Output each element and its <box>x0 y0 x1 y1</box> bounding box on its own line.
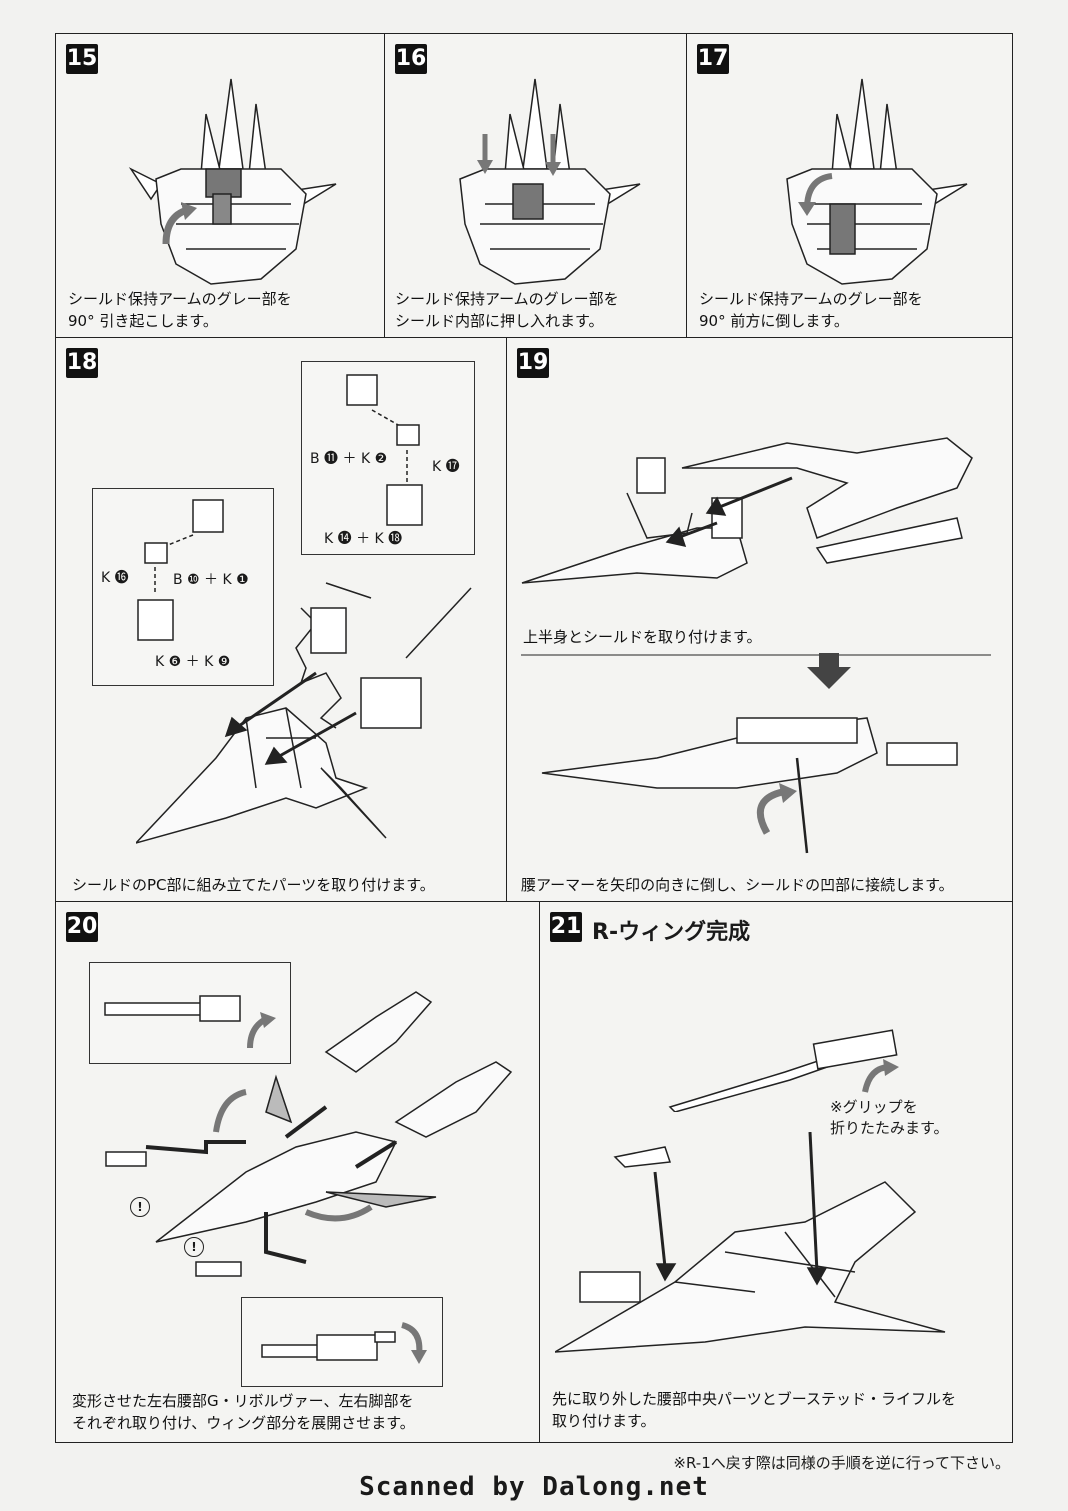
revolver-detail-box-bottom <box>241 1297 443 1387</box>
step-number-badge: 21 <box>550 912 582 942</box>
step-20-caption: 変形させた左右腰部G・リボルヴァー、左右脚部を それぞれ取り付け、ウィング部分を… <box>72 1392 415 1432</box>
revolver-detail-box-top <box>89 962 291 1064</box>
part-label: K ⓮ ＋ K ⓲ <box>324 531 403 547</box>
step-16-caption: シールド保持アームのグレー部を シールド内部に押し入れます。 <box>395 290 619 330</box>
shield-arm-illustration <box>752 74 972 294</box>
grip-note: ※グリップを 折りたたみます。 <box>830 1098 949 1137</box>
step-number-badge: 15 <box>66 44 98 74</box>
part-label: B ❿ ＋ K ❶ <box>173 572 249 588</box>
part-label: K ⓰ <box>101 570 129 586</box>
step-19-panel: 19 上半身とシールドを取り付けます。 腰アーマーを矢印の向きに倒し、シールドの… <box>506 337 1013 902</box>
step-21-panel: 21 R-ウィング完成 ※グリップを 折りたたみます。 先に取り外した腰部中央パ… <box>539 901 1013 1443</box>
scan-credit: Scanned by Dalong.net <box>359 1472 709 1502</box>
step-number-badge: 18 <box>66 348 98 378</box>
boosted-rifle-illustration <box>665 1012 905 1112</box>
shield-arm-illustration <box>425 74 645 294</box>
step-21-title: R-ウィング完成 <box>592 920 751 945</box>
reverse-procedure-footnote: ※R-1へ戻す際は同様の手順を逆に行って下さい。 <box>673 1454 1010 1472</box>
step-17-panel: 17 シールド保持アームのグレー部を 90° 前方に倒します。 <box>686 33 1013 338</box>
step-15-caption: シールド保持アームのグレー部を 90° 引き起こします。 <box>68 290 292 330</box>
step-number-badge: 20 <box>66 912 98 942</box>
joint-parts-illustration <box>133 495 253 665</box>
shield-assembly-illustration <box>136 558 476 858</box>
step-21-caption: 先に取り外した腰部中央パーツとブーステッド・ライフルを 取り付けます。 <box>552 1390 956 1430</box>
step-17-caption: シールド保持アームのグレー部を 90° 前方に倒します。 <box>699 290 923 330</box>
step-19-caption: 腰アーマーを矢印の向きに倒し、シールドの凹部に接続します。 <box>521 876 954 894</box>
r-wing-complete-illustration <box>555 1132 995 1362</box>
divider-rule <box>521 653 991 693</box>
revolver-illustration <box>257 1310 432 1375</box>
step-number-badge: 19 <box>517 348 549 378</box>
full-assembly-illustration <box>96 972 536 1292</box>
step-18-panel: 18 B ⓫ ＋ K ❷ K ⓱ K ⓮ ＋ K ⓲ K ⓰ B <box>55 337 507 902</box>
step-19-caption-top: 上半身とシールドを取り付けます。 <box>523 628 762 646</box>
parts-detail-box-right: B ⓫ ＋ K ❷ K ⓱ K ⓮ ＋ K ⓲ <box>301 361 475 555</box>
step-18-caption: シールドのPC部に組み立てたパーツを取り付けます。 <box>72 876 435 894</box>
step-number-badge: 16 <box>395 44 427 74</box>
part-label: K ⓱ <box>432 459 460 475</box>
step-15-panel: 15 シールド保持アームのグレー部を 90° 引き起こします。 <box>55 33 385 338</box>
revolver-illustration <box>100 978 280 1053</box>
upper-body-shield-illustration <box>517 398 987 613</box>
part-label: K ❻ ＋ K ❾ <box>155 654 231 670</box>
part-label: B ⓫ ＋ K ❷ <box>310 451 388 467</box>
shield-arm-illustration <box>121 74 341 294</box>
step-16-panel: 16 シールド保持アームのグレー部を シールド内部に押し入れます。 <box>384 33 687 338</box>
warning-icon: ! <box>130 1197 150 1217</box>
step-20-panel: 20 ! ! <box>55 901 540 1443</box>
warning-icon: ! <box>184 1237 204 1257</box>
attached-assembly-illustration <box>537 703 997 863</box>
joint-parts-illustration <box>332 370 452 540</box>
parts-detail-box-left: K ⓰ B ❿ ＋ K ❶ K ❻ ＋ K ❾ <box>92 488 274 686</box>
step-number-badge: 17 <box>697 44 729 74</box>
